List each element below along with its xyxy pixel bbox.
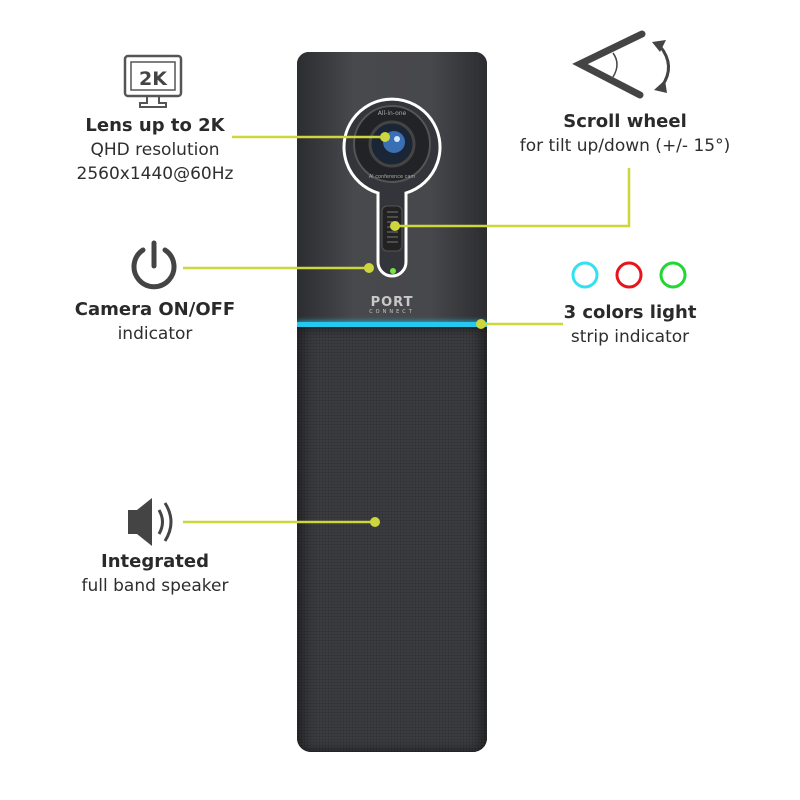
tilt-angle-icon xyxy=(572,30,670,99)
cyan-light-icon xyxy=(571,261,599,289)
status-led xyxy=(390,268,396,274)
camera-feature-label: Camera ON/OFF indicator xyxy=(74,299,236,344)
scroll-callout-line xyxy=(395,168,631,228)
light-strip xyxy=(297,322,487,327)
svg-text:2K: 2K xyxy=(139,68,168,90)
power-icon xyxy=(131,240,177,290)
monitor-2k-icon: 2K xyxy=(123,54,183,108)
speaker-icon xyxy=(128,498,173,546)
scroll-feature-label: Scroll wheel for tilt up/down (+/- 15°) xyxy=(519,111,731,156)
red-light-icon xyxy=(615,261,643,289)
speaker-feature-label: Integrated full band speaker xyxy=(81,551,229,596)
speaker-grille xyxy=(297,327,487,752)
green-light-icon xyxy=(659,261,687,289)
lens-feature-label: Lens up to 2K QHD resolution 2560x1440@6… xyxy=(76,115,234,184)
lens-ring-bottom: AI conference cam xyxy=(369,174,416,180)
brand-logo: PORT CONNECT xyxy=(369,295,415,315)
lens-ring-top: All-in-one xyxy=(378,110,407,117)
light-feature-label: 3 colors light strip indicator xyxy=(563,302,697,347)
